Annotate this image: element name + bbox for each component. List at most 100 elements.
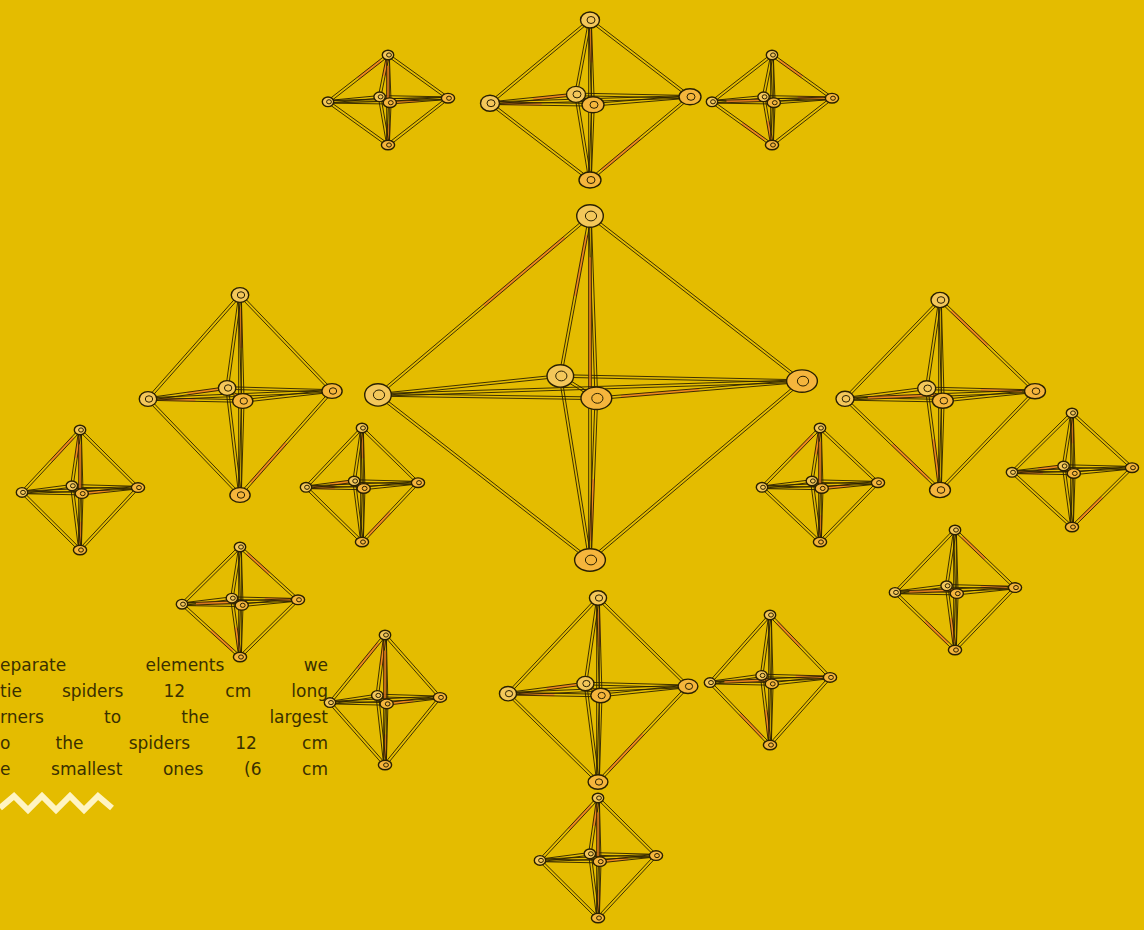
blob-detail: [877, 481, 882, 485]
blob-detail: [842, 395, 850, 402]
stick: [331, 636, 386, 704]
stick: [490, 105, 593, 107]
blob-detail: [585, 555, 596, 565]
connector-blob: [322, 97, 333, 107]
stick: [562, 216, 592, 376]
connector-blob: [74, 425, 85, 435]
connector-blob: [764, 610, 775, 620]
zigzag-ornament: [0, 796, 112, 810]
octahedron: [324, 630, 446, 770]
blob-detail: [145, 396, 152, 402]
stick: [711, 616, 771, 684]
connector-blob: [930, 482, 951, 497]
stick: [389, 99, 449, 146]
stick: [507, 597, 597, 693]
stick: [773, 99, 833, 146]
stick: [376, 635, 384, 695]
stick: [956, 529, 1016, 587]
connector-blob: [577, 676, 594, 690]
stick: [713, 56, 773, 103]
blob-detail: [829, 675, 834, 679]
stick: [305, 427, 361, 486]
blob-detail: [810, 479, 815, 483]
connector-blob: [226, 593, 237, 603]
stick: [939, 390, 1034, 489]
blob-detail: [770, 682, 775, 686]
blob-detail: [181, 602, 186, 606]
stick: [589, 96, 689, 179]
stick: [895, 594, 957, 595]
note-text: tie spiders 12 cm long: [0, 678, 328, 704]
stick: [353, 428, 361, 481]
stick-accent: [609, 734, 643, 770]
stick: [762, 55, 770, 97]
connector-blob: [73, 545, 86, 555]
stick: [72, 485, 138, 487]
blob-detail: [417, 481, 422, 485]
connector-blob: [823, 673, 836, 683]
blob-detail: [361, 426, 366, 430]
stick-accent: [211, 631, 233, 651]
stick: [509, 693, 599, 781]
stick: [596, 382, 802, 399]
connector-blob: [582, 97, 604, 113]
blob-detail: [230, 596, 235, 600]
stick: [509, 599, 599, 695]
stick: [771, 614, 831, 676]
connector-blob: [579, 172, 601, 188]
stick: [71, 430, 79, 486]
connector-blob: [575, 549, 606, 571]
stick: [1064, 465, 1132, 467]
stick: [894, 529, 954, 591]
connector-blob: [16, 488, 27, 498]
connector-blob: [766, 50, 777, 60]
stick: [241, 601, 299, 658]
octahedron: [176, 542, 304, 662]
blob-detail: [373, 390, 384, 400]
blob-detail: [587, 17, 595, 24]
connector-blob: [950, 589, 963, 599]
stick: [844, 299, 939, 398]
connector-blob: [678, 679, 698, 693]
stick: [760, 615, 768, 675]
stick-accent: [1079, 497, 1102, 520]
octahedron: [300, 423, 424, 547]
blob-detail: [937, 297, 945, 304]
connector-blob: [355, 537, 368, 547]
stick: [147, 400, 239, 496]
blob-detail: [297, 598, 302, 602]
stick: [387, 56, 447, 99]
connector-blob: [1006, 467, 1017, 477]
connector-blob: [131, 483, 144, 493]
stick: [384, 636, 439, 698]
stick: [591, 382, 803, 561]
stick: [227, 387, 332, 390]
blob-detail: [487, 100, 495, 107]
stick: [22, 494, 82, 495]
stick-accent: [893, 444, 929, 479]
stick: [363, 484, 419, 543]
stick-accent: [247, 553, 269, 573]
blob-detail: [769, 743, 774, 747]
blob-detail: [329, 701, 334, 705]
octahedron: [756, 423, 884, 547]
stick: [81, 429, 139, 487]
stick: [763, 429, 821, 488]
blob-detail: [353, 479, 358, 483]
blob-detail: [329, 388, 336, 394]
stick: [228, 295, 241, 388]
blob-detail: [588, 852, 593, 856]
stick: [378, 55, 386, 97]
blob-detail: [378, 95, 383, 99]
connector-blob: [591, 913, 604, 923]
connector-blob: [756, 671, 767, 681]
connector-blob: [379, 630, 390, 640]
connector-blob: [176, 599, 187, 609]
blob-detail: [573, 91, 581, 98]
blob-detail: [21, 490, 26, 494]
connector-blob: [679, 89, 701, 105]
stick: [812, 480, 878, 482]
blob-detail: [80, 492, 85, 496]
stick: [925, 300, 938, 388]
blob-detail: [556, 371, 567, 381]
